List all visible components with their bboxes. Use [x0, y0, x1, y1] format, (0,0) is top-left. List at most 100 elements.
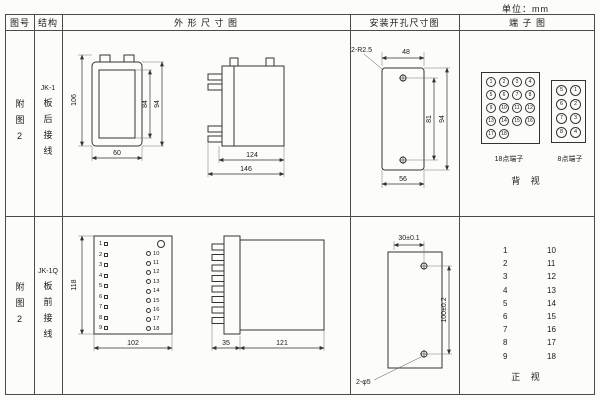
unit-label: 单位：mm — [502, 4, 549, 14]
header-fig-no: 图号 — [9, 18, 30, 28]
terminal-number: 2 — [99, 251, 103, 258]
terminal-circle-icon — [146, 316, 151, 322]
front-view-label: 正 视 — [511, 372, 544, 382]
jk1-front-view — [91, 54, 143, 147]
terminal-number: 1 — [99, 241, 103, 248]
terminal-point: 15 — [512, 116, 522, 126]
dim-48: 48 — [402, 49, 410, 56]
terminal-point: 2 — [570, 99, 581, 110]
dim-100: 100±0.2 — [441, 297, 448, 322]
table-divider — [459, 15, 460, 394]
dim-106: 106 — [71, 94, 78, 106]
terminal-row: 2 — [99, 250, 109, 261]
jk1q-side-view — [211, 235, 325, 335]
jk1q-panel — [387, 251, 443, 369]
terminal-point: 1 — [570, 85, 581, 96]
terminal-point: 4 — [570, 127, 581, 138]
terminal-square-icon — [104, 326, 109, 331]
dim-35: 35 — [222, 340, 230, 347]
rear-view-label: 背 视 — [511, 176, 544, 186]
terminal-row: 17 — [146, 315, 159, 324]
dim-118: 118 — [71, 279, 78, 290]
terminal-row: 8 — [99, 313, 109, 324]
table-divider — [350, 15, 351, 394]
terminal-left-number: 2 — [503, 259, 508, 269]
table-divider — [6, 216, 594, 217]
terminal-left-number: 1 — [503, 246, 508, 255]
terminal-point: 17 — [486, 129, 496, 139]
jk1q-install-drawing: 30±0.1 100±0.2 2-φ5 — [356, 235, 452, 386]
table-divider — [34, 15, 35, 394]
terminal-point: 7 — [556, 113, 567, 124]
terminal-right-number: 14 — [547, 298, 556, 308]
row2-fig-no-cell: 附图2 — [6, 216, 34, 396]
header-terminal: 端 子 图 — [508, 18, 546, 28]
terminal-point: 14 — [499, 116, 509, 126]
dim-102: 102 — [127, 340, 139, 347]
jk1q-install-dimensions: 30±0.1 100±0.2 2-φ5 — [356, 235, 452, 386]
terminal-circle-icon — [146, 260, 151, 266]
terminal-number: 11 — [153, 260, 160, 267]
terminal-row: 10 — [146, 249, 159, 258]
terminal-pair-row: 8 17 — [503, 338, 565, 351]
terminal-circle-icon — [146, 269, 151, 275]
terminal-square-icon — [104, 263, 109, 268]
terminal-right-number: 12 — [547, 272, 556, 282]
terminal-number: 16 — [153, 307, 160, 314]
terminal-left-number: 7 — [503, 325, 508, 335]
fig-no-label: 附图2 — [14, 98, 25, 148]
header-outline: 外 形 尺 寸 图 — [173, 18, 238, 28]
terminal-point: 10 — [499, 103, 509, 113]
row1-fig-no-cell: 附图2 — [6, 30, 34, 216]
dim-56: 56 — [399, 176, 407, 183]
terminal-right-number: 13 — [547, 285, 556, 295]
terminal-square-icon — [104, 315, 109, 320]
terminal-point: 8 — [525, 90, 535, 100]
jk1-cutout — [381, 67, 425, 171]
terminal-left-number: 8 — [503, 338, 508, 348]
terminal-number: 7 — [99, 304, 103, 311]
row1-outline-cell: 106 84 94 60 124 146 — [62, 30, 350, 216]
terminal-row: 3 — [99, 260, 109, 271]
terminal-square-icon — [104, 252, 109, 257]
terminal-number: 4 — [99, 272, 103, 279]
terminal-point: 3 — [512, 77, 522, 87]
terminal-number: 8 — [99, 314, 103, 321]
terminal-row: 18 — [146, 324, 159, 333]
terminal-point: 3 — [570, 113, 581, 124]
terminal-point: 5 — [556, 85, 567, 96]
dim-84: 84 — [142, 100, 149, 108]
row1-install-cell: 2-R2.5 48 81 94 56 — [350, 30, 459, 216]
terminal-number: 17 — [153, 316, 160, 323]
terminal-circle-icon — [146, 326, 151, 332]
terminal-row: 13 — [146, 277, 159, 286]
terminal-point: 18 — [499, 129, 509, 139]
row2-structure-cell: JK-1Q 板前接线 — [34, 216, 62, 396]
row2-install-cell: 30±0.1 100±0.2 2-φ5 — [350, 216, 459, 396]
dim-81: 81 — [426, 115, 433, 123]
terminal-row: 14 — [146, 287, 159, 296]
terminal-point: 2 — [499, 77, 509, 87]
terminal-row: 15 — [146, 296, 159, 305]
fig-no-label: 附图2 — [14, 281, 25, 331]
dim-121: 121 — [276, 340, 288, 347]
terminal-row: 5 — [99, 281, 109, 292]
terminal-right-number: 17 — [547, 338, 556, 348]
terminal-row: 1 — [99, 239, 109, 250]
jk1q-dimensions: 118 102 35 121 — [71, 235, 325, 351]
jk1-install-drawing: 2-R2.5 48 81 94 56 — [351, 47, 450, 188]
terminal-number: 10 — [153, 250, 160, 257]
terminal-number: 18 — [153, 325, 160, 332]
terminal-square-icon — [104, 284, 109, 289]
